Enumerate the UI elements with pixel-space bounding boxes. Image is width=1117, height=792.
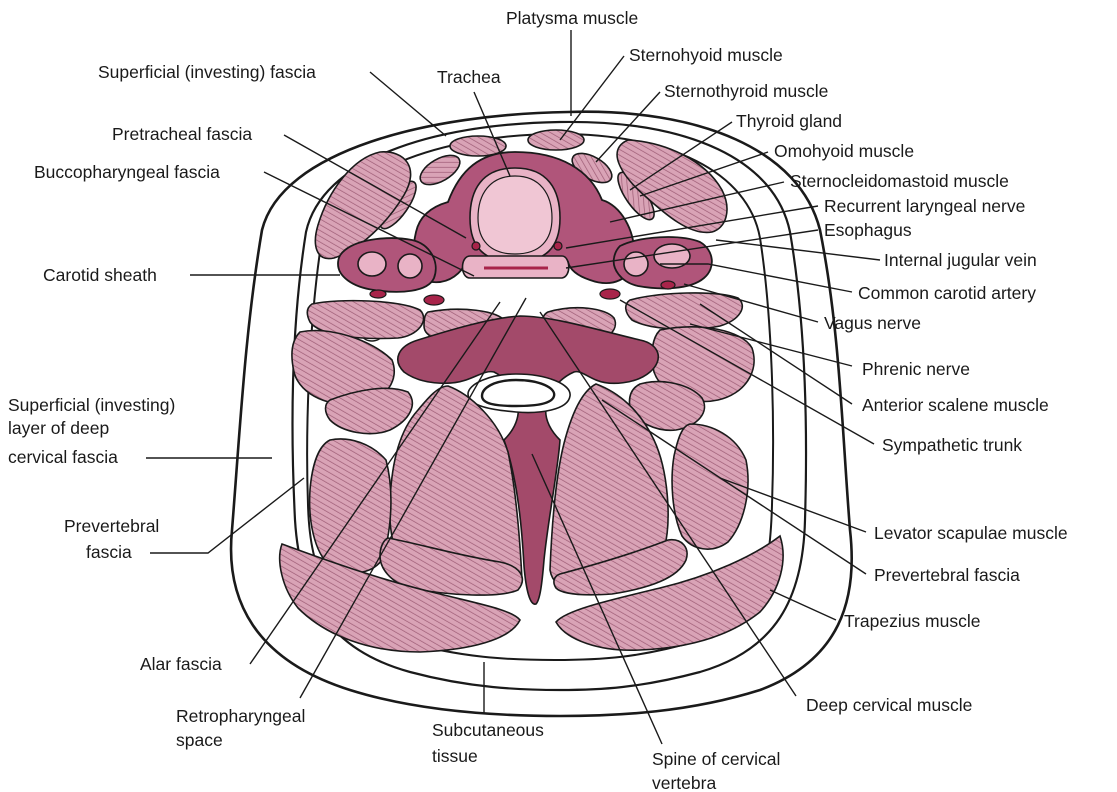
label-spine-line1: Spine of cervical [652,749,780,769]
anterior-scalene-right [626,293,743,329]
label-superficial-layer-line1: Superficial (investing) [8,395,175,415]
label-retropharyngeal-space-line2: space [176,730,223,750]
label-prevertebral-fascia-right: Prevertebral fascia [874,565,1020,585]
label-levator-scapulae-muscle: Levator scapulae muscle [874,523,1068,543]
vagus-right [661,281,675,289]
label-sternohyoid-muscle: Sternohyoid muscle [629,45,783,65]
label-sternocleidomastoid-muscle: Sternocleidomastoid muscle [790,171,1009,191]
leader-prevertebral-left [150,478,304,553]
label-omohyoid-muscle: Omohyoid muscle [774,141,914,161]
sympathetic-right [600,289,620,299]
label-carotid-sheath: Carotid sheath [43,265,157,285]
leader-superficial-investing-fascia [370,72,446,136]
leader-trapezius [770,590,836,620]
label-vagus-nerve: Vagus nerve [824,313,921,333]
label-sternothyroid-muscle: Sternothyroid muscle [664,81,828,101]
levator-scapulae-right [672,424,748,549]
label-buccopharyngeal-fascia: Buccopharyngeal fascia [34,162,220,182]
label-superficial-layer-line2: layer of deep [8,418,109,438]
spinal-cord [482,380,554,406]
label-pretracheal-fascia: Pretracheal fascia [112,124,252,144]
label-subcutaneous-tissue-line2: tissue [432,746,478,766]
label-spine-line2: vertebra [652,773,716,792]
leader-internal-jugular [716,240,880,260]
label-thyroid-gland: Thyroid gland [736,111,842,131]
label-deep-cervical-muscle: Deep cervical muscle [806,695,972,715]
label-superficial-investing-fascia: Superficial (investing) fascia [98,62,316,82]
sympathetic-left [424,295,444,305]
recurrent-laryngeal-nerve-right [554,242,562,250]
label-trapezius-muscle: Trapezius muscle [844,611,980,631]
label-superficial-layer-line3: cervical fascia [8,447,118,467]
label-prevertebral-fascia-left-line1: Prevertebral [64,516,159,536]
leader-sternohyoid [560,56,624,140]
label-anterior-scalene-muscle: Anterior scalene muscle [862,395,1049,415]
label-subcutaneous-tissue-line1: Subcutaneous [432,720,544,740]
label-phrenic-nerve: Phrenic nerve [862,359,970,379]
recurrent-laryngeal-nerve-left [472,242,480,250]
label-alar-fascia: Alar fascia [140,654,222,674]
trachea-lumen [478,176,552,254]
label-platysma-muscle: Platysma muscle [506,8,638,28]
label-sympathetic-trunk: Sympathetic trunk [882,435,1022,455]
label-trachea: Trachea [437,67,501,87]
label-esophagus: Esophagus [824,220,912,240]
internal-jugular-vein-left [358,252,386,276]
common-carotid-artery-left [398,254,422,278]
vagus-left [370,290,386,298]
label-recurrent-laryngeal-nerve: Recurrent laryngeal nerve [824,196,1025,216]
sternohyoid-right [528,130,584,150]
label-internal-jugular-vein: Internal jugular vein [884,250,1037,270]
label-retropharyngeal-space-line1: Retropharyngeal [176,706,305,726]
label-prevertebral-fascia-left-line2: fascia [86,542,132,562]
splenius-left [310,439,391,573]
label-common-carotid-artery: Common carotid artery [858,283,1036,303]
